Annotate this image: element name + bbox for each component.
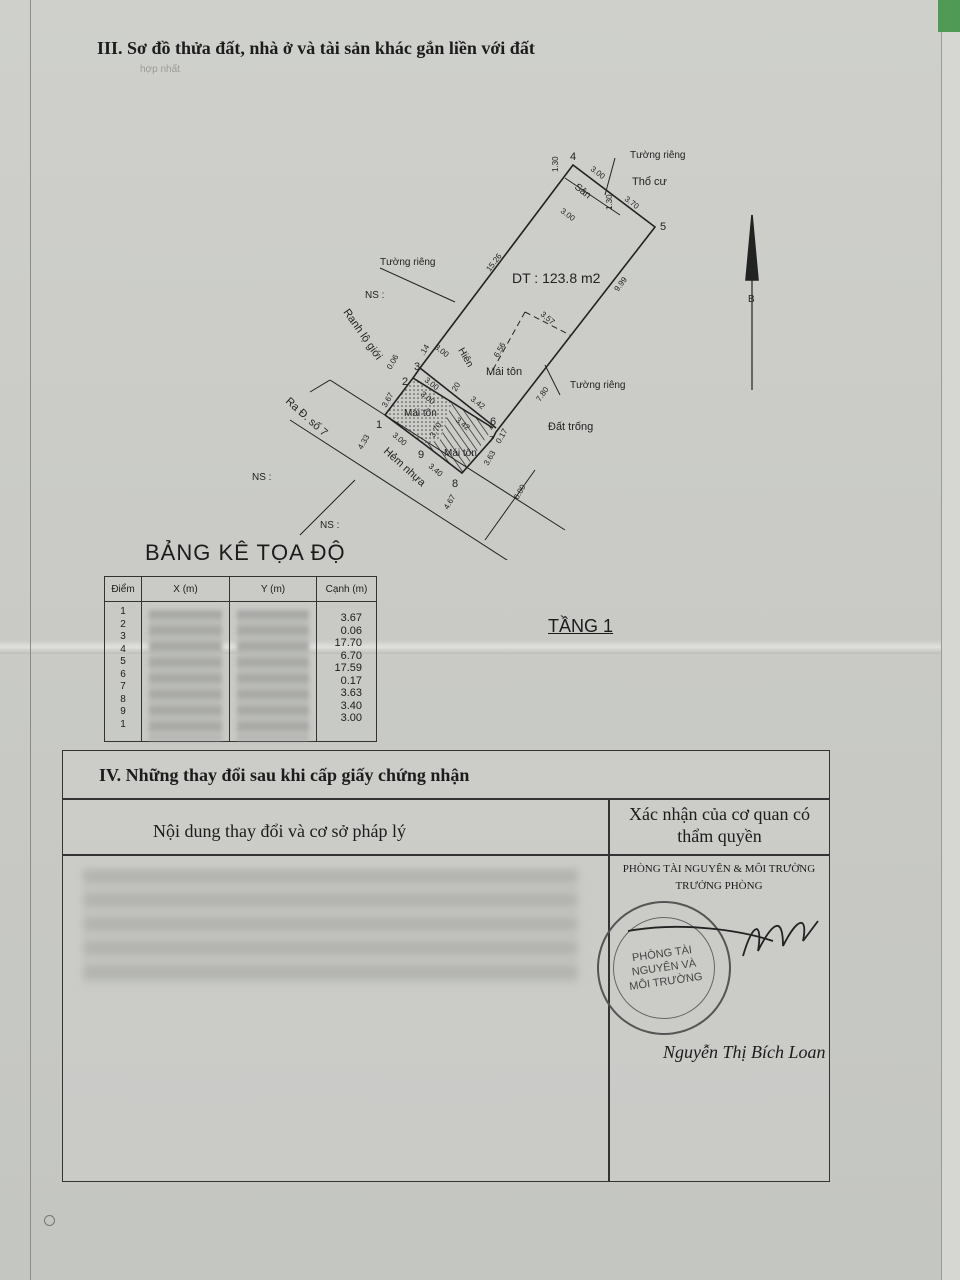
house-roof-dotted <box>385 378 452 444</box>
plot-boundary <box>384 163 657 475</box>
page-edge <box>30 0 31 1280</box>
background-surface <box>938 0 960 32</box>
plan-label: 20 <box>450 380 463 393</box>
office-name: PHÒNG TÀI NGUYÊN & MÔI TRƯỜNG <box>622 863 816 875</box>
plan-label: 6.56 <box>492 341 508 359</box>
plan-label: 7 <box>489 435 494 444</box>
plan-label: 1.30 <box>551 156 560 172</box>
plan-label: NS : <box>320 520 339 531</box>
area-label: DT : 123.8 m2 <box>512 270 601 286</box>
plan-label: 4.67 <box>442 493 458 511</box>
plan-label: Đất trống <box>548 421 593 433</box>
redacted-content <box>83 869 578 984</box>
plan-label: Ranh lộ giới <box>341 307 385 362</box>
edge-column: 3.67 0.06 17.70 6.70 17.59 0.17 3.63 3.4… <box>316 601 377 742</box>
front-edge <box>419 367 497 429</box>
plan-label: Mái tôn <box>444 448 477 459</box>
house-roof-hatched <box>424 402 493 473</box>
north-arrow-icon <box>745 214 759 281</box>
divider <box>63 798 829 800</box>
column-header-confirmation: Xác nhận của cơ quan có thẩm quyền <box>629 804 810 846</box>
plan-label: 2 <box>402 376 408 388</box>
coordinate-table: Điểm X (m) Y (m) Cạnh (m) 1 2 3 4 5 6 7 … <box>104 576 377 742</box>
plan-label: 4.33 <box>356 433 372 451</box>
plan-label: 3 <box>414 361 420 373</box>
plan-label: 4 <box>570 151 576 163</box>
land-plot-diagram: 4 5 3 2 1 6 9 8 7 DT : 123.8 m2 Tường ri… <box>252 150 759 560</box>
punch-hole <box>44 1215 55 1226</box>
header-y: Y (m) <box>229 576 317 602</box>
section-4-title: IV. Những thay đổi sau khi cấp giấy chứn… <box>99 765 470 785</box>
floor-label: TẦNG 1 <box>548 616 614 636</box>
plan-label: Mái tôn <box>404 408 437 419</box>
authority-block: PHÒNG TÀI NGUYÊN & MÔI TRƯỜNG TRƯỞNG PHÒ… <box>611 861 827 895</box>
plan-label: B <box>748 294 755 305</box>
header-edge: Cạnh (m) <box>316 576 377 602</box>
divider <box>63 854 829 856</box>
y-column-redacted <box>229 601 317 742</box>
coordinate-table-title: BẢNG KÊ TỌA ĐỘ <box>145 540 346 565</box>
signer-name: Nguyễn Thị Bích Loan <box>663 1042 826 1062</box>
section-3-title: III. Sơ đồ thửa đất, nhà ở và tài sản kh… <box>97 38 535 58</box>
divider <box>608 798 610 1181</box>
plan-label: 1.30 <box>605 194 614 210</box>
header-point: Điểm <box>104 576 142 602</box>
plan-label: Tường riêng <box>570 380 626 391</box>
plan-label: Hiên <box>455 346 475 369</box>
plan-label: 3.00 <box>391 431 409 448</box>
plan-label: 3.00 <box>433 342 451 359</box>
signer-position: TRƯỞNG PHÒNG <box>675 880 763 892</box>
plan-label: Mái tôn <box>486 366 522 378</box>
plan-label: 6 <box>490 416 496 428</box>
plan-label: Thổ cư <box>632 176 668 188</box>
plan-label: 5 <box>660 221 666 233</box>
plan-label: 9 <box>418 449 424 461</box>
signature-icon <box>627 920 819 957</box>
plan-label: NS : <box>252 472 271 483</box>
x-column-redacted <box>141 601 230 742</box>
plan-label: NS : <box>365 290 384 301</box>
plan-label: 8 <box>452 478 458 490</box>
plan-label: 3.40 <box>427 462 445 479</box>
plan-label: 6.00 <box>512 483 528 501</box>
plan-label: 3.57 <box>539 310 557 327</box>
header-x: X (m) <box>141 576 230 602</box>
plan-label: 0.17 <box>494 427 510 445</box>
plan-label: Tường riêng <box>380 257 436 268</box>
plan-label: 0.06 <box>385 353 401 371</box>
plan-label: Ra Đ. số 7 <box>283 395 330 439</box>
bleed-through-text: hợp nhất <box>140 64 180 75</box>
plan-label: 3.63 <box>482 449 498 467</box>
plan-label: Tường riêng <box>630 150 686 161</box>
point-column: 1 2 3 4 5 6 7 8 9 1 <box>104 601 142 742</box>
plan-label: 1 <box>376 419 382 431</box>
column-header-changes: Nội dung thay đổi và cơ sở pháp lý <box>153 821 407 841</box>
adjacent-page <box>941 30 960 1280</box>
section-4-changes: IV. Những thay đổi sau khi cấp giấy chứn… <box>62 750 830 1182</box>
plan-label: 7.80 <box>534 385 551 403</box>
plan-label: 3.00 <box>559 206 577 223</box>
